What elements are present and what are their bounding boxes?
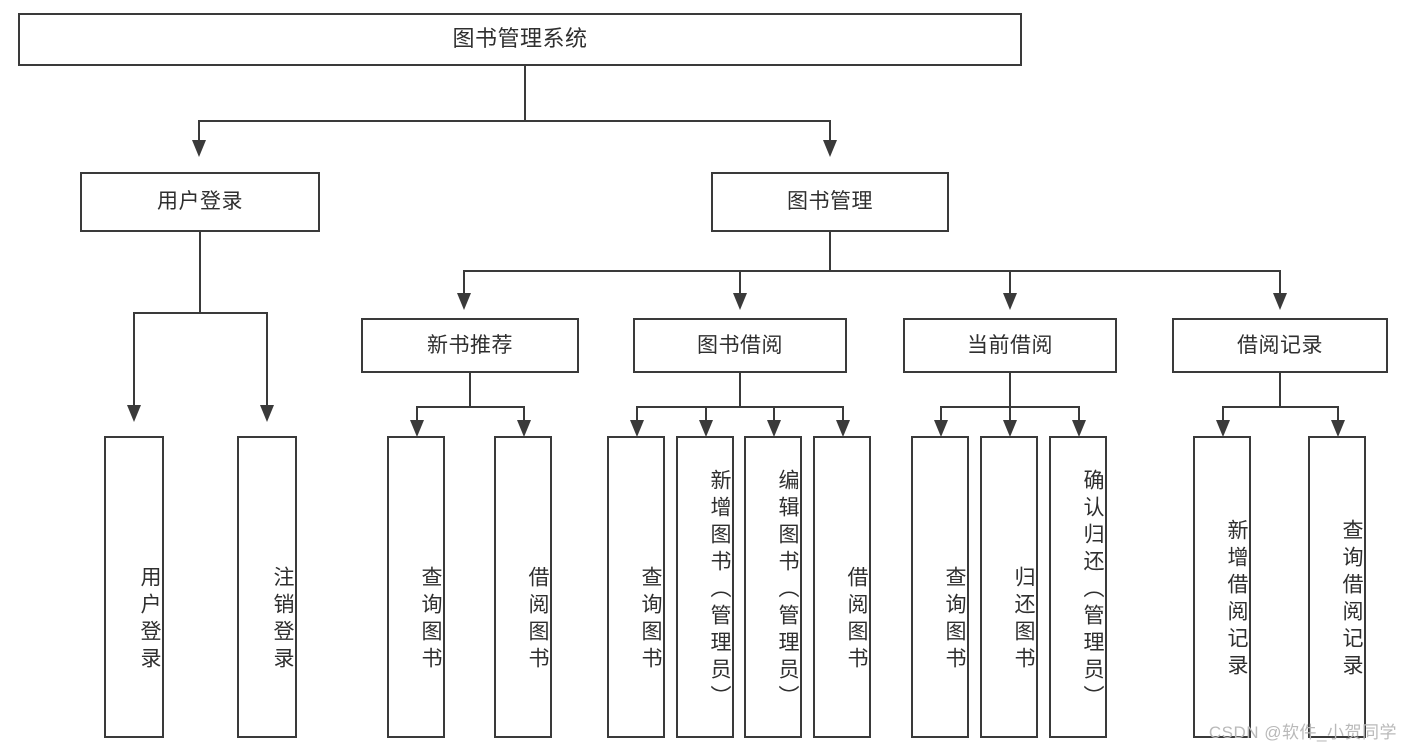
arrow-leaf-bookborrow-2 bbox=[767, 420, 781, 437]
connector-drop-leaf-currentborrow-2 bbox=[1078, 406, 1080, 428]
arrow-book-mgmt bbox=[823, 140, 837, 157]
node-label: 借阅记录 bbox=[1237, 333, 1323, 357]
node-label: 新增图书（管理员） bbox=[708, 468, 731, 712]
connector-user-login-bus bbox=[133, 312, 267, 314]
arrow-leaf-newbook-1 bbox=[517, 420, 531, 437]
leaf-book-borrow-2[interactable]: 编辑图书（管理员） bbox=[744, 436, 802, 738]
arrow-leaf-newbook-0 bbox=[410, 420, 424, 437]
connector-current-borrow-stem bbox=[1009, 373, 1011, 408]
arrow-leaf-user-login-1 bbox=[260, 405, 274, 422]
connector-drop-leaf-user-login-0 bbox=[133, 312, 135, 407]
connector-user-login-stem bbox=[199, 232, 201, 313]
node-current-borrow[interactable]: 当前借阅 bbox=[903, 318, 1117, 373]
node-book-management[interactable]: 图书管理 bbox=[711, 172, 949, 232]
node-label: 用户登录 bbox=[138, 566, 161, 674]
node-label: 归还图书 bbox=[1012, 566, 1035, 674]
arrow-leaf-borrowrecord-0 bbox=[1216, 420, 1230, 437]
connector-new-book-stem bbox=[469, 373, 471, 408]
connector-borrow-record-stem bbox=[1279, 373, 1281, 408]
connector-drop-level3-2 bbox=[1009, 270, 1011, 295]
connector-drop-leaf-borrowrecord-1 bbox=[1337, 406, 1339, 428]
leaf-book-borrow-3[interactable]: 借阅图书 bbox=[813, 436, 871, 738]
node-borrow-record[interactable]: 借阅记录 bbox=[1172, 318, 1388, 373]
leaf-book-borrow-1[interactable]: 新增图书（管理员） bbox=[676, 436, 734, 738]
leaf-new-book-recommend-1[interactable]: 借阅图书 bbox=[494, 436, 552, 738]
connector-drop-leaf-bookborrow-0 bbox=[636, 406, 638, 428]
node-new-book-recommend[interactable]: 新书推荐 bbox=[361, 318, 579, 373]
leaf-user-login-1[interactable]: 注销登录 bbox=[237, 436, 297, 738]
connector-drop-leaf-currentborrow-1 bbox=[1009, 406, 1011, 428]
node-label: 注销登录 bbox=[271, 566, 294, 674]
connector-drop-leaf-borrowrecord-0 bbox=[1222, 406, 1224, 428]
connector-drop-user-login bbox=[198, 120, 200, 142]
leaf-borrow-record-0[interactable]: 新增借阅记录 bbox=[1193, 436, 1251, 738]
node-label: 图书管理 bbox=[787, 190, 873, 214]
node-label: 用户登录 bbox=[157, 190, 243, 214]
node-label: 查询借阅记录 bbox=[1340, 519, 1363, 681]
node-label: 确认归还（管理员） bbox=[1081, 468, 1104, 712]
node-label: 借阅图书 bbox=[845, 566, 868, 674]
node-label: 新增借阅记录 bbox=[1225, 519, 1248, 681]
connector-drop-leaf-bookborrow-1 bbox=[705, 406, 707, 428]
arrow-leaf-currentborrow-0 bbox=[934, 420, 948, 437]
node-root-system[interactable]: 图书管理系统 bbox=[18, 13, 1022, 66]
connector-drop-level3-0 bbox=[463, 270, 465, 295]
leaf-user-login-0[interactable]: 用户登录 bbox=[104, 436, 164, 738]
connector-drop-leaf-user-login-1 bbox=[266, 312, 268, 407]
arrow-leaf-bookborrow-0 bbox=[630, 420, 644, 437]
node-label: 图书借阅 bbox=[697, 333, 783, 357]
leaf-current-borrow-2[interactable]: 确认归还（管理员） bbox=[1049, 436, 1107, 738]
arrow-level3-2 bbox=[1003, 293, 1017, 310]
arrow-user-login bbox=[192, 140, 206, 157]
connector-drop-leaf-newbook-0 bbox=[416, 406, 418, 428]
arrow-leaf-bookborrow-3 bbox=[836, 420, 850, 437]
arrow-leaf-bookborrow-1 bbox=[699, 420, 713, 437]
arrow-level3-3 bbox=[1273, 293, 1287, 310]
node-book-borrow[interactable]: 图书借阅 bbox=[633, 318, 847, 373]
connector-root-stem bbox=[524, 66, 526, 121]
leaf-new-book-recommend-0[interactable]: 查询图书 bbox=[387, 436, 445, 738]
connector-drop-book-mgmt bbox=[829, 120, 831, 142]
arrow-leaf-currentborrow-2 bbox=[1072, 420, 1086, 437]
leaf-borrow-record-1[interactable]: 查询借阅记录 bbox=[1308, 436, 1366, 738]
node-label: 查询图书 bbox=[943, 566, 966, 674]
leaf-current-borrow-1[interactable]: 归还图书 bbox=[980, 436, 1038, 738]
connector-drop-leaf-newbook-1 bbox=[523, 406, 525, 428]
connector-drop-leaf-currentborrow-0 bbox=[940, 406, 942, 428]
node-label: 查询图书 bbox=[639, 566, 662, 674]
node-label: 图书管理系统 bbox=[452, 26, 588, 52]
connector-drop-level3-3 bbox=[1279, 270, 1281, 295]
connector-level2-bus bbox=[198, 120, 830, 122]
node-user-login[interactable]: 用户登录 bbox=[80, 172, 320, 232]
connector-drop-level3-1 bbox=[739, 270, 741, 295]
connector-new-book-bus bbox=[416, 406, 524, 408]
leaf-current-borrow-0[interactable]: 查询图书 bbox=[911, 436, 969, 738]
node-label: 新书推荐 bbox=[427, 333, 513, 357]
node-label: 查询图书 bbox=[419, 566, 442, 674]
arrow-level3-1 bbox=[733, 293, 747, 310]
connector-book-mgmt-stem bbox=[829, 232, 831, 271]
connector-level3-bus bbox=[463, 270, 1280, 272]
node-label: 当前借阅 bbox=[967, 333, 1053, 357]
connector-borrow-record-bus bbox=[1222, 406, 1338, 408]
csdn-watermark: CSDN @软件_小贺同学 bbox=[1208, 723, 1397, 742]
node-label: 编辑图书（管理员） bbox=[776, 468, 799, 712]
arrow-leaf-borrowrecord-1 bbox=[1331, 420, 1345, 437]
connector-drop-leaf-bookborrow-2 bbox=[773, 406, 775, 428]
arrow-leaf-user-login-0 bbox=[127, 405, 141, 422]
connector-drop-leaf-bookborrow-3 bbox=[842, 406, 844, 428]
connector-book-borrow-bus bbox=[636, 406, 844, 408]
arrow-leaf-currentborrow-1 bbox=[1003, 420, 1017, 437]
connector-book-borrow-stem bbox=[739, 373, 741, 408]
leaf-book-borrow-0[interactable]: 查询图书 bbox=[607, 436, 665, 738]
arrow-level3-0 bbox=[457, 293, 471, 310]
node-label: 借阅图书 bbox=[526, 566, 549, 674]
